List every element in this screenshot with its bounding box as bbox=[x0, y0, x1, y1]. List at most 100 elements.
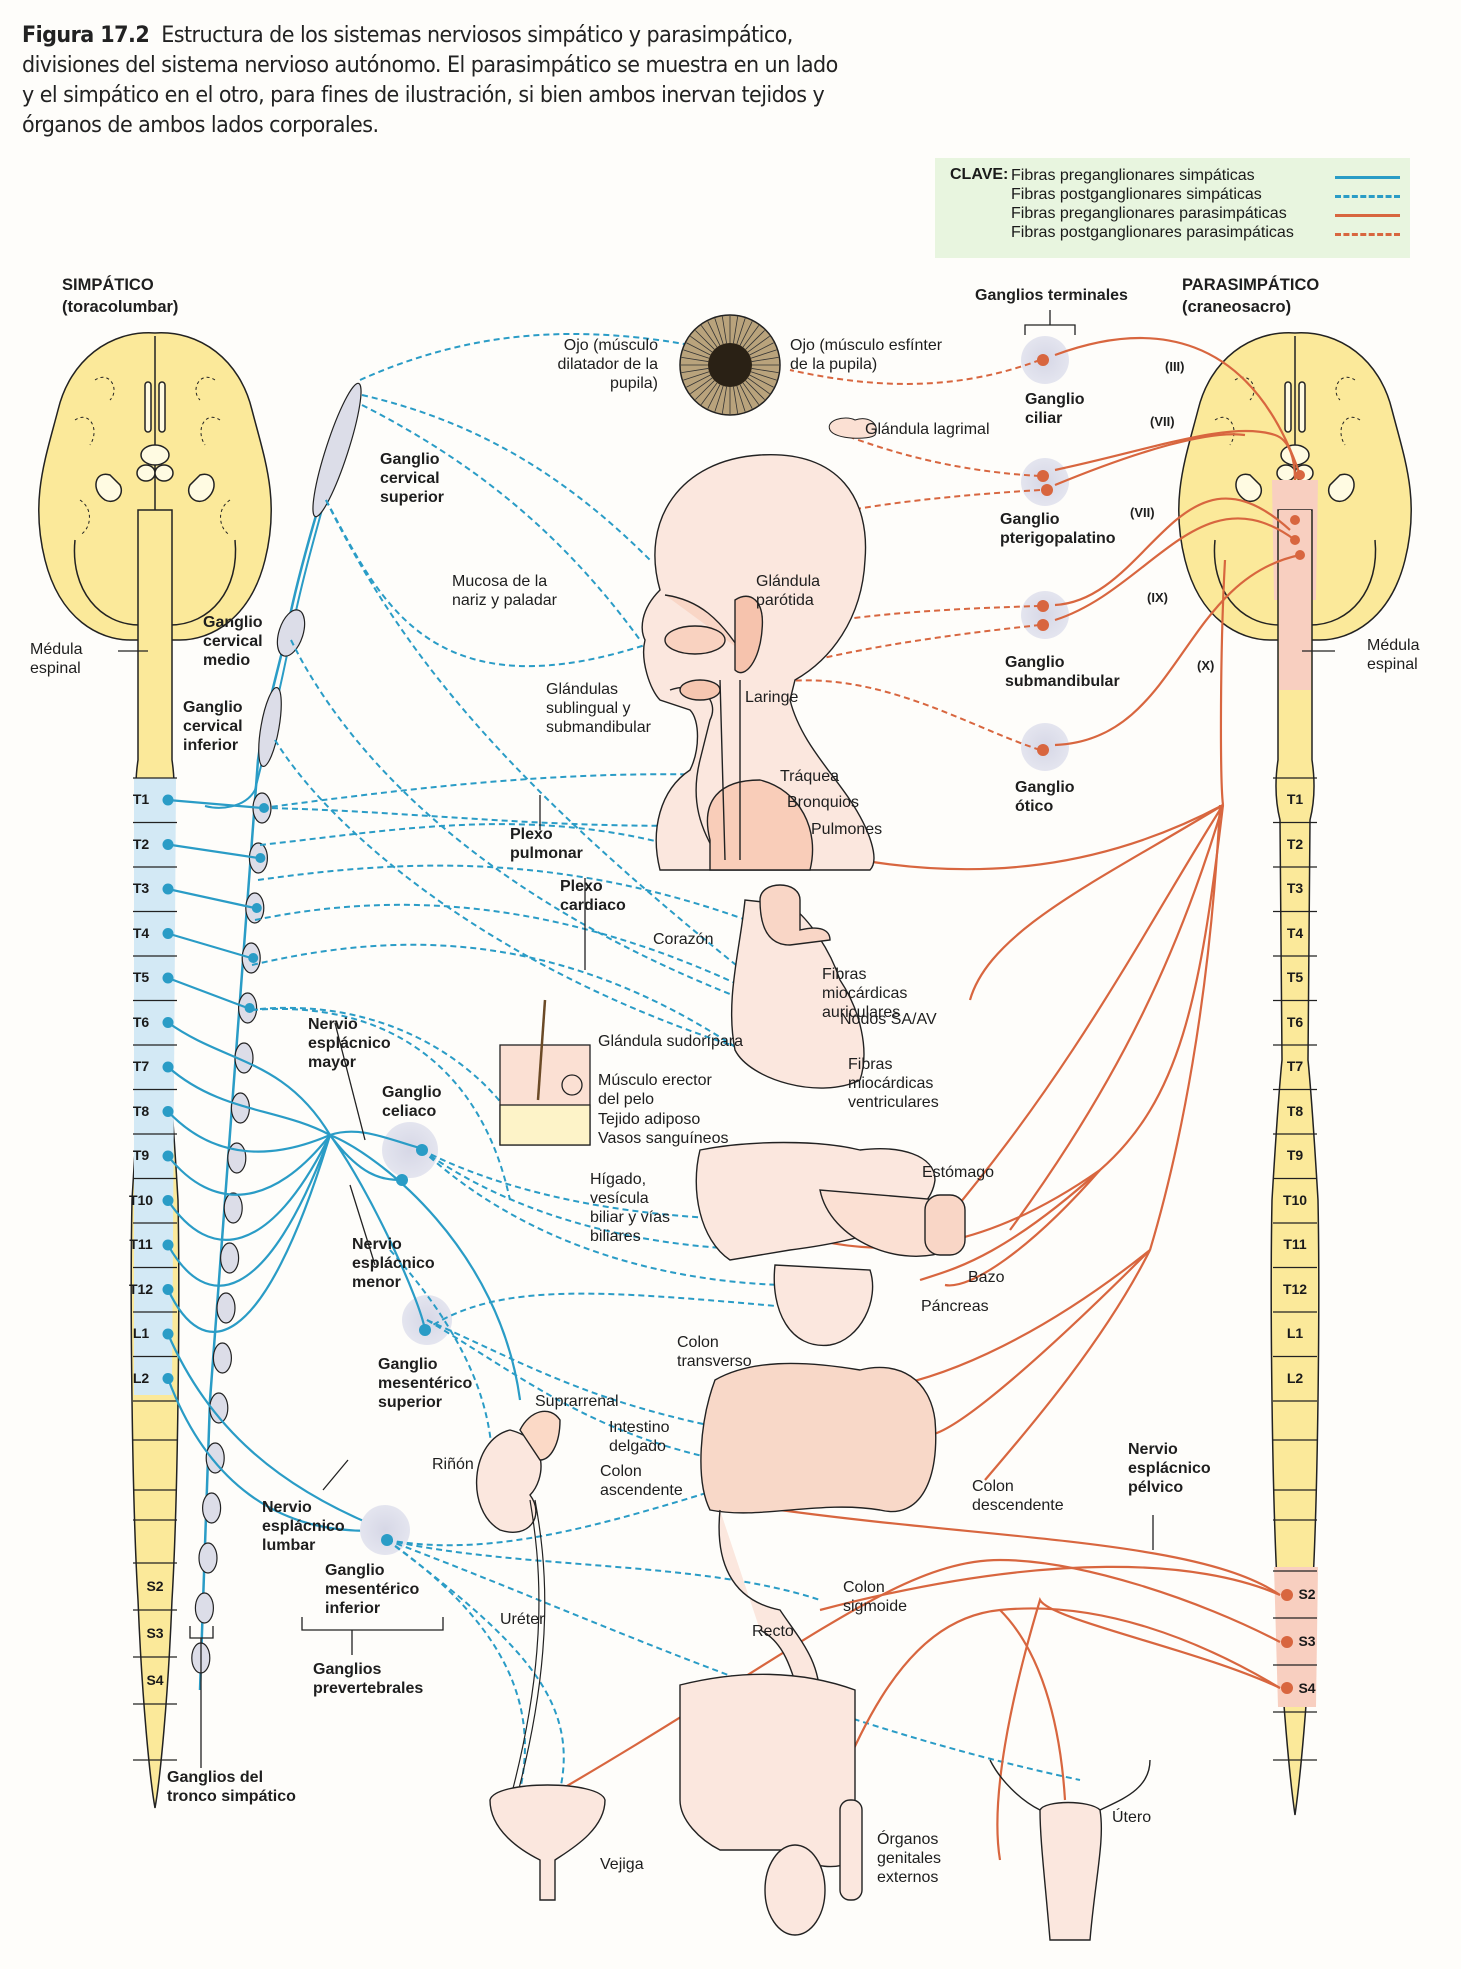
chain-ganglion bbox=[194, 1592, 214, 1624]
uterus-illustration bbox=[989, 1759, 1151, 1941]
preganglionic-fiber bbox=[167, 1134, 332, 1287]
sympathetic-title: SIMPÁTICO bbox=[62, 276, 154, 294]
label-ascending-colon: Colon ascendente bbox=[600, 1463, 683, 1499]
terminal-ganglia-label: Ganglios terminales bbox=[975, 287, 1128, 304]
label-ganglio-ciliar: Ganglio ciliar bbox=[1025, 391, 1085, 427]
left-segment-s3: S3 bbox=[146, 1625, 164, 1641]
figure-number: Figura 17.2 bbox=[22, 22, 150, 48]
label-stomach: Estómago bbox=[922, 1164, 995, 1181]
left-segment-s4: S4 bbox=[146, 1672, 164, 1688]
label-nervio-esplacnico-pelvico: Nervio esplácnico pélvico bbox=[1128, 1441, 1211, 1496]
label-bladder: Vejiga bbox=[600, 1856, 644, 1873]
preganglionic-fiber bbox=[167, 1021, 331, 1136]
left-segment-t8: T8 bbox=[132, 1102, 150, 1119]
legend-entry-para-post: Fibras postganglionares parasimpáticas bbox=[1011, 224, 1294, 241]
legend-swatch-symp-post bbox=[1335, 195, 1400, 198]
chain-ganglion bbox=[202, 1492, 222, 1524]
parasympathetic-title: PARASIMPÁTICO bbox=[1182, 276, 1320, 294]
label-adrenal: Suprarrenal bbox=[535, 1393, 619, 1410]
right-segment-t2: T2 bbox=[1286, 835, 1304, 852]
cranial-nerve-x: (X) bbox=[1197, 658, 1215, 673]
label-erector-muscle: Músculo erector del pelo bbox=[598, 1072, 712, 1108]
left-segment-t12: T12 bbox=[128, 1280, 154, 1297]
label-heart: Corazón bbox=[653, 931, 714, 948]
chain-ganglion bbox=[223, 1192, 243, 1224]
head-torso-illustration bbox=[641, 454, 875, 871]
right-segment-s2: S2 bbox=[1298, 1586, 1316, 1602]
left-segment-t5: T5 bbox=[132, 969, 150, 985]
label-sigmoid-colon: Colon sigmoide bbox=[843, 1579, 908, 1615]
label-sweat-gland: Glándula sudorípara bbox=[598, 1033, 743, 1050]
spinal-cord-label-right: Médula espinal bbox=[1367, 637, 1420, 673]
right-segment-t9: T9 bbox=[1286, 1147, 1304, 1163]
left-segment-t3: T3 bbox=[132, 880, 150, 896]
label-nervio-esplacnico-lumbar: Nervio esplácnico lumbar bbox=[262, 1499, 345, 1554]
label-sublingual: Glándulas sublingual y submandibular bbox=[546, 681, 651, 736]
right-segment-t4: T4 bbox=[1286, 924, 1304, 941]
preganglionic-fiber bbox=[167, 843, 259, 860]
kidney-illustration bbox=[475, 1410, 561, 1801]
label-descending-colon: Colon descendente bbox=[972, 1478, 1064, 1514]
left-segment-t11: T11 bbox=[129, 1236, 153, 1252]
label-ganglio-pterigopalatino: Ganglio pterigopalatino bbox=[1000, 511, 1116, 547]
label-eye-sphincter: Ojo (músculo esfínter de la pupila) bbox=[790, 337, 943, 373]
cranial-nerve-iii: (III) bbox=[1165, 359, 1185, 374]
preganglionic-fiber bbox=[167, 887, 256, 910]
label-parotid: Glándula parótida bbox=[756, 573, 821, 609]
preganglionic-fiber bbox=[167, 798, 263, 810]
label-nasal-mucosa: Mucosa de la nariz y paladar bbox=[452, 573, 557, 609]
spinal-cord-right bbox=[1270, 509, 1320, 1816]
preganglionic-fiber bbox=[167, 932, 252, 960]
left-segment-l2: L2 bbox=[132, 1369, 150, 1386]
right-segment-t6: T6 bbox=[1286, 1013, 1304, 1030]
label-plexo-cardiaco: Plexo cardiaco bbox=[560, 878, 626, 914]
legend-swatch-para-pre bbox=[1335, 214, 1400, 217]
legend-entry-symp-post: Fibras postganglionares simpáticas bbox=[1011, 186, 1262, 203]
label-pancreas: Páncreas bbox=[921, 1298, 989, 1315]
label-lacrimal-gland: Glándula lagrimal bbox=[865, 421, 990, 438]
label-plexo-pulmonar: Plexo pulmonar bbox=[510, 826, 583, 862]
left-segment-dividers bbox=[133, 777, 177, 1761]
right-segment-t10: T10 bbox=[1282, 1191, 1308, 1208]
cranial-nerve-vii-1: (VII) bbox=[1150, 414, 1175, 429]
label-uterus: Útero bbox=[1112, 1809, 1152, 1826]
right-segment-t3: T3 bbox=[1286, 880, 1304, 896]
ganglion-cervical-superior bbox=[312, 382, 362, 518]
bladder-illustration bbox=[489, 1784, 606, 1901]
preganglionic-fiber bbox=[167, 1066, 331, 1136]
label-blood-vessels: Vasos sanguíneos bbox=[598, 1130, 729, 1147]
label-small-intestine: Intestino delgado bbox=[609, 1419, 670, 1455]
male-genital-illustration bbox=[679, 1673, 863, 1936]
cranial-nerve-ix: (IX) bbox=[1147, 590, 1168, 605]
right-segment-t11: T11 bbox=[1283, 1236, 1307, 1252]
label-liver: Hígado, vesícula biliar y vías biliares bbox=[590, 1171, 671, 1245]
chain-ganglion-cell bbox=[251, 903, 262, 913]
legend-swatch-symp-pre bbox=[1335, 176, 1400, 179]
preganglionic-fiber bbox=[167, 976, 248, 1010]
left-segment-t4: T4 bbox=[132, 924, 150, 941]
label-nervio-esplacnico-menor: Nervio esplácnico menor bbox=[352, 1236, 435, 1291]
eye-illustration bbox=[679, 314, 781, 416]
chain-ganglion bbox=[216, 1292, 236, 1324]
sympathetic-trunk bbox=[198, 382, 362, 1691]
chain-ganglia bbox=[191, 792, 272, 1674]
label-ureter: Uréter bbox=[500, 1611, 545, 1628]
parasympathetic-subtitle: (craneosacro) bbox=[1182, 298, 1292, 316]
label-lungs: Pulmones bbox=[811, 821, 883, 838]
label-ventricular-fibers: Fibras miocárdicas ventriculares bbox=[848, 1056, 939, 1111]
sympathetic-preganglionic-fibers bbox=[162, 794, 386, 1532]
label-ganglio-cervical-superior: Ganglio cervical superior bbox=[380, 451, 445, 506]
label-transverse-colon: Colon transverso bbox=[677, 1334, 752, 1370]
label-eye-dilator: Ojo (músculo dilatador de la pupila) bbox=[557, 337, 658, 392]
label-ganglio-otico: Ganglio ótico bbox=[1015, 779, 1075, 815]
lacrimal-gland-illustration bbox=[828, 417, 877, 439]
cranial-nerve-vii-2: (VII) bbox=[1130, 505, 1155, 520]
figure-caption-text: Estructura de los sistemas nerviosos sim… bbox=[22, 22, 838, 138]
chain-ganglion bbox=[198, 1542, 218, 1574]
preganglionic-fiber bbox=[167, 1134, 331, 1241]
leader-lines bbox=[118, 310, 1335, 1768]
right-segment-s4: S4 bbox=[1298, 1680, 1316, 1696]
left-segment-t10: T10 bbox=[128, 1191, 154, 1208]
preganglionic-fiber bbox=[167, 1134, 332, 1333]
